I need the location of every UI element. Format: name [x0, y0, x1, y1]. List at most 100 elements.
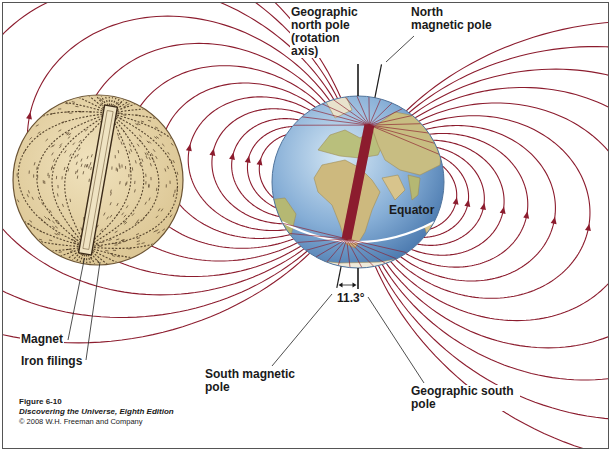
filings-clip [3, 79, 192, 281]
angle-arrowheads [339, 283, 357, 288]
figure-number: Figure 6-10 [18, 397, 63, 407]
filing-speck [113, 249, 116, 251]
filing-speck [34, 162, 36, 165]
filing-speck [70, 250, 73, 252]
filing-speck [152, 158, 154, 161]
copyright-note: © 2008 W.H. Freeman and Company [18, 417, 144, 427]
filing-speck [123, 105, 126, 107]
filing-speck [124, 215, 126, 218]
filing-speck [173, 160, 175, 163]
filing-speck [167, 166, 169, 169]
filing-speck [130, 169, 131, 172]
filing-speck [83, 171, 85, 174]
filing-speck [117, 168, 119, 171]
filing-speck [43, 180, 44, 183]
filing-speck [56, 176, 58, 179]
filing-speck [110, 202, 111, 205]
filing-speck [142, 218, 144, 221]
continent [276, 254, 446, 276]
filing-speck [36, 167, 38, 170]
filing-speck [146, 153, 148, 156]
leader-lines [68, 36, 424, 383]
continents [268, 96, 446, 276]
filing-speck [177, 172, 179, 175]
filing-speck [112, 255, 115, 257]
filing-speck [148, 184, 150, 187]
filing-speck [114, 244, 117, 245]
filing-speck [158, 208, 160, 211]
filing-speck [79, 140, 81, 143]
field-arrow [245, 155, 252, 163]
filing-speck [157, 231, 160, 233]
filing-speck [44, 222, 47, 224]
filing-speck [121, 142, 123, 145]
filing-speck [115, 155, 116, 158]
part-label: Iron filings [20, 355, 83, 368]
filing-speck [139, 135, 142, 137]
filing-speck [116, 102, 118, 105]
pole-label: South magnetic pole [204, 368, 302, 394]
filing-speck [51, 113, 54, 115]
filing-speck [123, 241, 126, 243]
filing-speck [116, 213, 118, 216]
filing-speck [159, 134, 162, 136]
filing-speck [117, 256, 120, 258]
inner-lines-clip [268, 83, 448, 281]
filing-speck [57, 193, 59, 196]
filing-speck [55, 226, 58, 228]
filing-speck [62, 204, 64, 207]
filing-speck [124, 222, 126, 225]
filing-speck [123, 114, 126, 116]
filing-speck [104, 212, 105, 215]
filing-speck [58, 129, 61, 131]
filing-speck [167, 152, 170, 155]
filing-speck [110, 192, 112, 195]
field-arrow [480, 202, 487, 210]
filing-speck [59, 251, 62, 253]
filing-speck [90, 162, 92, 165]
filing-speck [39, 239, 42, 241]
bar-magnet [79, 105, 118, 255]
filing-speck [119, 181, 121, 184]
inner-field-line [302, 112, 369, 130]
filing-speck [68, 136, 70, 139]
filing-speck [101, 241, 104, 243]
magnet-body [79, 105, 118, 255]
filing-speck [156, 215, 158, 218]
filing-speck [118, 113, 121, 114]
filing-speck [49, 239, 52, 241]
filing-speck [100, 228, 102, 231]
field-arrow [257, 157, 264, 165]
filing-speck [66, 111, 69, 112]
filing-speck [64, 167, 66, 170]
filing-speck [86, 164, 88, 167]
filing-speck [154, 230, 157, 232]
filing-speck [137, 243, 140, 245]
inner-field-line [342, 239, 367, 268]
filing-speck [87, 156, 88, 159]
pole-label: Geographic south pole [410, 385, 520, 411]
filing-speck [17, 173, 18, 176]
filing-speck [57, 233, 60, 234]
filing-speck [89, 111, 92, 113]
filing-speck [39, 231, 42, 232]
filing-speck [59, 145, 61, 148]
filing-speck [129, 144, 131, 147]
filing-speck [61, 176, 63, 179]
filing-speck [101, 99, 104, 102]
filing-speck [27, 194, 29, 197]
filing-speck [153, 149, 156, 152]
filing-speck [113, 243, 116, 245]
filing-speck [137, 237, 140, 239]
continent [268, 198, 296, 252]
filing-speck [136, 233, 139, 235]
filing-speck [36, 124, 39, 126]
filing-speck [85, 129, 87, 132]
filing-speck [171, 143, 174, 145]
axes [337, 64, 382, 289]
filing-speck [162, 144, 165, 146]
filing-speck [52, 152, 54, 155]
inner-field-line [341, 97, 374, 125]
